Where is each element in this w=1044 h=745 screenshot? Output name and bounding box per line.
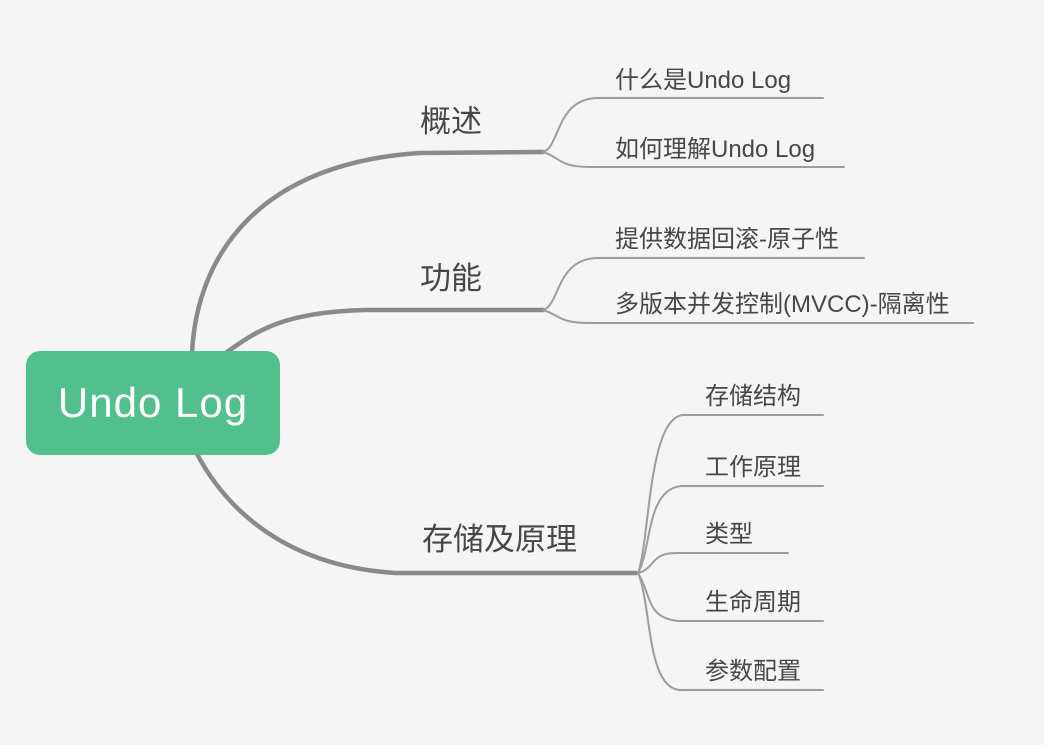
topic-what-is-undo-log[interactable]: 什么是Undo Log: [615, 67, 792, 94]
branch-function[interactable]: 功能: [420, 261, 482, 296]
topic-data-rollback-atomicity[interactable]: 提供数据回滚-原子性: [615, 226, 839, 253]
connector-root-to-branch-function: [224, 307, 546, 355]
topic-parameter-config[interactable]: 参数配置: [705, 658, 801, 685]
branch-overview[interactable]: 概述: [420, 104, 482, 139]
connector-root-to-branch-overview: [189, 149, 546, 356]
topic-mvcc-isolation[interactable]: 多版本并发控制(MVCC)-隔离性: [615, 291, 950, 318]
connector-working-principle: [637, 485, 824, 574]
connector-parameter-config: [637, 572, 824, 692]
connector-rollback-atomicity: [542, 257, 865, 311]
topic-storage-structure[interactable]: 存储结构: [705, 383, 801, 410]
topic-lifecycle[interactable]: 生命周期: [705, 589, 801, 616]
topic-working-principle[interactable]: 工作原理: [705, 454, 801, 481]
branch-storage-principle[interactable]: 存储及原理: [422, 522, 577, 557]
topic-type[interactable]: 类型: [705, 521, 753, 548]
topic-how-to-understand-undo-log[interactable]: 如何理解Undo Log: [615, 136, 816, 163]
root-node-undo-log[interactable]: Undo Log: [26, 351, 280, 455]
connector-root-to-branch-storage: [194, 451, 639, 576]
connector-what-is-undo-log: [542, 97, 824, 153]
connector-mvcc-isolation: [542, 309, 974, 324]
connector-storage-structure: [637, 414, 824, 574]
connector-how-to-understand-undo-log: [542, 151, 845, 168]
connector-type: [637, 552, 789, 574]
connector-lifecycle: [637, 572, 824, 622]
